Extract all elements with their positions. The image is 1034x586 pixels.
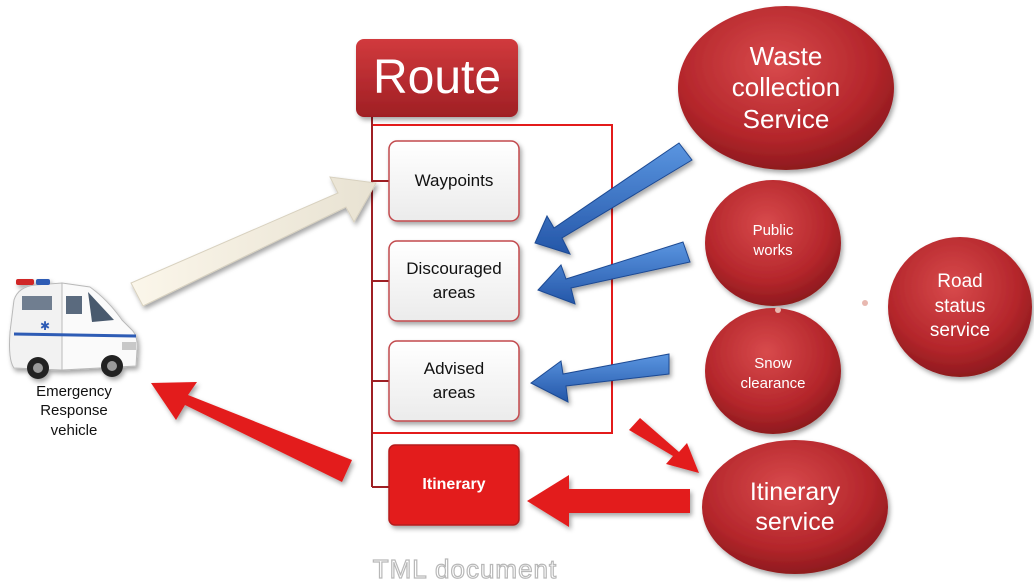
route-connector: [371, 110, 389, 488]
red-arrow-itinerary-to-vehicle: [151, 382, 352, 482]
waypoints-text: Waypoints: [414, 171, 494, 191]
itinerary-text: Itinerary: [422, 475, 486, 493]
ambulance-image: ✱: [9, 279, 138, 379]
itinerary-box: [388, 444, 520, 526]
discouraged-line1: Discouraged: [406, 259, 502, 279]
discouraged-areas-box: [388, 240, 520, 322]
itinerary-service-label: Itinerary service: [712, 472, 878, 542]
small-dot-mark: [775, 307, 781, 313]
road-status-label: Road status service: [905, 265, 1015, 349]
road-line3: service: [929, 320, 991, 342]
route-header-box: [356, 39, 518, 117]
itinerary-service-oval: [702, 440, 888, 574]
red-arrow-service-to-itinerary: [527, 475, 690, 527]
road-status-oval: [888, 237, 1032, 377]
red-arrow-frame-to-service: [629, 418, 699, 473]
road-line2: status: [934, 295, 986, 317]
snow-clearance-oval: [705, 308, 841, 434]
blue-arrow-snow-to-advised: [530, 353, 670, 403]
tml-document-label: TML document: [340, 554, 590, 585]
advised-areas-label: Advised areas: [389, 341, 519, 421]
svg-text:✱: ✱: [40, 319, 50, 333]
itinerary-label: Itinerary: [389, 445, 519, 525]
waypoints-box: [388, 140, 520, 222]
public-line1: Public: [752, 221, 794, 239]
advised-line2: areas: [432, 383, 476, 402]
route-title: Route: [356, 39, 518, 117]
public-works-label: Public works: [723, 215, 823, 267]
public-works-oval: [705, 180, 841, 306]
waste-line2: collection: [731, 72, 841, 103]
vehicle-line2: Response: [40, 402, 108, 420]
vehicle-line3: vehicle: [50, 421, 98, 439]
snow-line2: clearance: [740, 375, 806, 392]
blue-arrow-publicworks-to-discouraged: [537, 241, 691, 305]
discouraged-areas-label: Discouraged areas: [389, 241, 519, 321]
waypoints-label: Waypoints: [389, 141, 519, 221]
public-line2: works: [753, 242, 793, 259]
route-title-text: Route: [372, 51, 502, 105]
advised-line1: Advised: [423, 359, 485, 379]
itinerary-service-line2: service: [755, 508, 835, 536]
cream-arrow-vehicle-to-route: [130, 176, 377, 307]
snow-line1: Snow: [754, 354, 792, 372]
snow-clearance-label: Snow clearance: [718, 350, 828, 398]
small-dot-mark: [862, 300, 868, 306]
tml-document-text: TML document: [372, 554, 558, 585]
blue-arrow-waste-to-discouraged: [534, 142, 693, 255]
waste-line1: Waste: [749, 41, 823, 72]
vehicle-label: Emergency Response vehicle: [8, 380, 140, 442]
waste-collection-label: Waste collection Service: [700, 40, 872, 136]
itinerary-service-line1: Itinerary: [749, 478, 841, 506]
discouraged-line2: areas: [432, 283, 476, 302]
vehicle-line1: Emergency: [36, 382, 112, 400]
road-line1: Road: [937, 270, 983, 292]
waste-line3: Service: [742, 103, 830, 134]
waste-collection-oval: [678, 6, 894, 170]
advised-areas-box: [388, 340, 520, 422]
